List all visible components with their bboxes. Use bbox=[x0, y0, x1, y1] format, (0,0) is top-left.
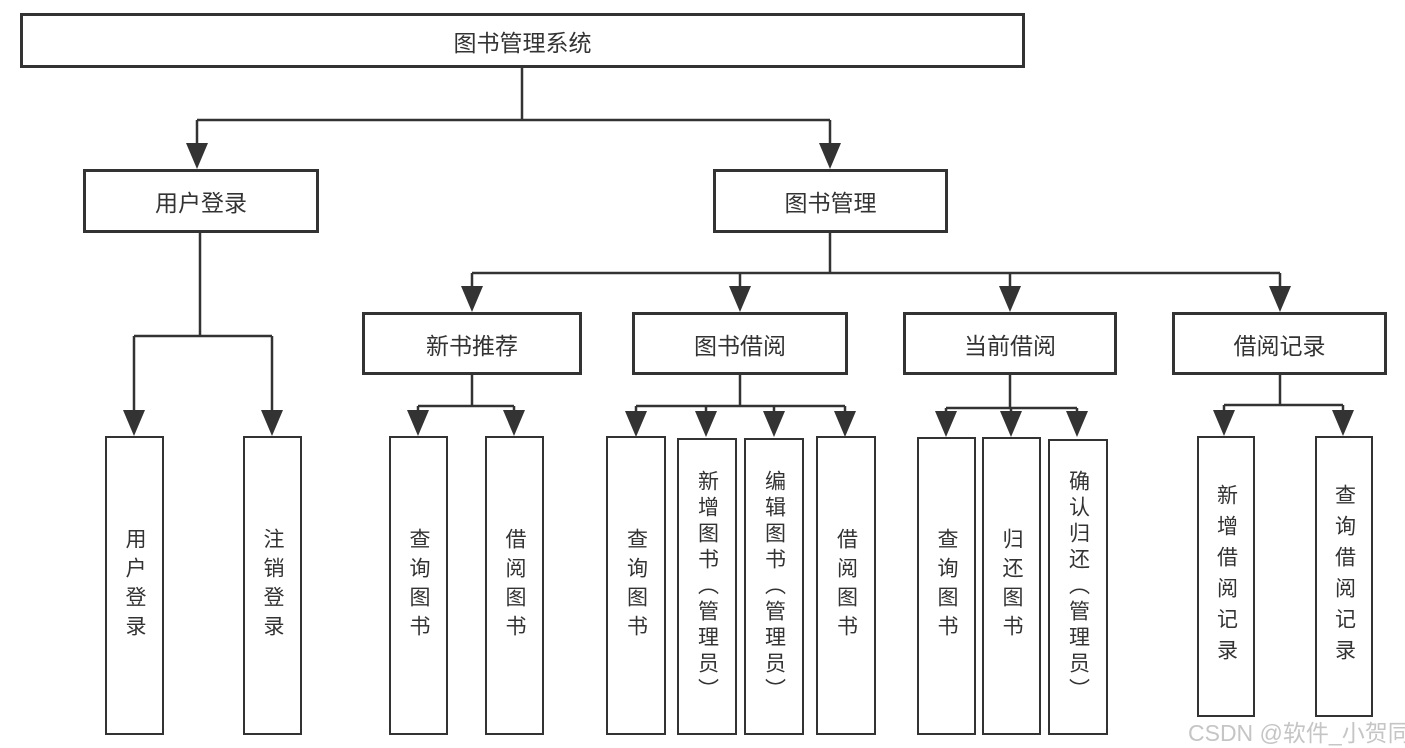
leaf-br-query-record: 查询借阅记录 bbox=[1315, 436, 1373, 717]
leaf-nb-query-books: 查询图书 bbox=[389, 436, 448, 735]
leaf-br-add-record-label: 新增借阅记录 bbox=[1214, 483, 1238, 670]
leaf-logout-label: 注销登录 bbox=[261, 527, 284, 644]
leaf-bb-query-books: 查询图书 bbox=[606, 436, 666, 735]
leaf-bb-borrow-books-label: 借阅图书 bbox=[834, 527, 858, 644]
node-root: 图书管理系统 bbox=[20, 13, 1025, 68]
leaf-user-login: 用户登录 bbox=[105, 436, 164, 735]
leaf-br-query-record-label: 查询借阅记录 bbox=[1332, 483, 1356, 670]
node-book-borrowing-label: 图书借阅 bbox=[694, 332, 786, 359]
node-root-label: 图书管理系统 bbox=[453, 29, 592, 56]
leaf-cb-confirm-return-admin-label: 确认归还（管理员） bbox=[1066, 470, 1090, 704]
leaf-br-add-record: 新增借阅记录 bbox=[1197, 436, 1255, 717]
leaf-cb-return-books: 归还图书 bbox=[982, 437, 1041, 735]
leaf-cb-confirm-return-admin: 确认归还（管理员） bbox=[1048, 439, 1108, 735]
leaf-nb-borrow-books-label: 借阅图书 bbox=[503, 527, 526, 644]
leaf-cb-query-books-label: 查询图书 bbox=[935, 528, 958, 644]
node-book-management: 图书管理 bbox=[713, 169, 948, 233]
node-current-borrowing: 当前借阅 bbox=[903, 312, 1117, 375]
leaf-bb-edit-books-admin-label: 编辑图书（管理员） bbox=[762, 469, 786, 704]
leaf-bb-edit-books-admin: 编辑图书（管理员） bbox=[744, 438, 804, 735]
leaf-nb-query-books-label: 查询图书 bbox=[407, 527, 430, 644]
leaf-nb-borrow-books: 借阅图书 bbox=[485, 436, 544, 735]
node-book-management-label: 图书管理 bbox=[784, 190, 877, 216]
leaf-bb-query-books-label: 查询图书 bbox=[624, 527, 648, 644]
node-user-login: 用户登录 bbox=[83, 169, 319, 233]
leaf-bb-borrow-books: 借阅图书 bbox=[816, 436, 876, 735]
arrowhead-icons bbox=[123, 143, 1354, 437]
node-borrowing-records: 借阅记录 bbox=[1172, 312, 1387, 375]
csdn-watermark: CSDN @软件_小贺同学 bbox=[1188, 720, 1405, 746]
leaf-user-login-label: 用户登录 bbox=[123, 527, 146, 644]
leaf-cb-query-books: 查询图书 bbox=[917, 437, 976, 735]
node-borrowing-records-label: 借阅记录 bbox=[1233, 332, 1326, 359]
node-user-login-label: 用户登录 bbox=[155, 190, 247, 216]
node-current-borrowing-label: 当前借阅 bbox=[964, 332, 1056, 359]
node-book-borrowing: 图书借阅 bbox=[632, 312, 848, 375]
leaf-bb-add-books-admin-label: 新增图书（管理员） bbox=[695, 469, 719, 704]
node-new-book-recommend: 新书推荐 bbox=[362, 312, 582, 375]
leaf-cb-return-books-label: 归还图书 bbox=[1000, 528, 1023, 644]
leaf-logout: 注销登录 bbox=[243, 436, 302, 735]
node-new-book-recommend-label: 新书推荐 bbox=[426, 332, 518, 359]
leaf-bb-add-books-admin: 新增图书（管理员） bbox=[677, 438, 737, 735]
